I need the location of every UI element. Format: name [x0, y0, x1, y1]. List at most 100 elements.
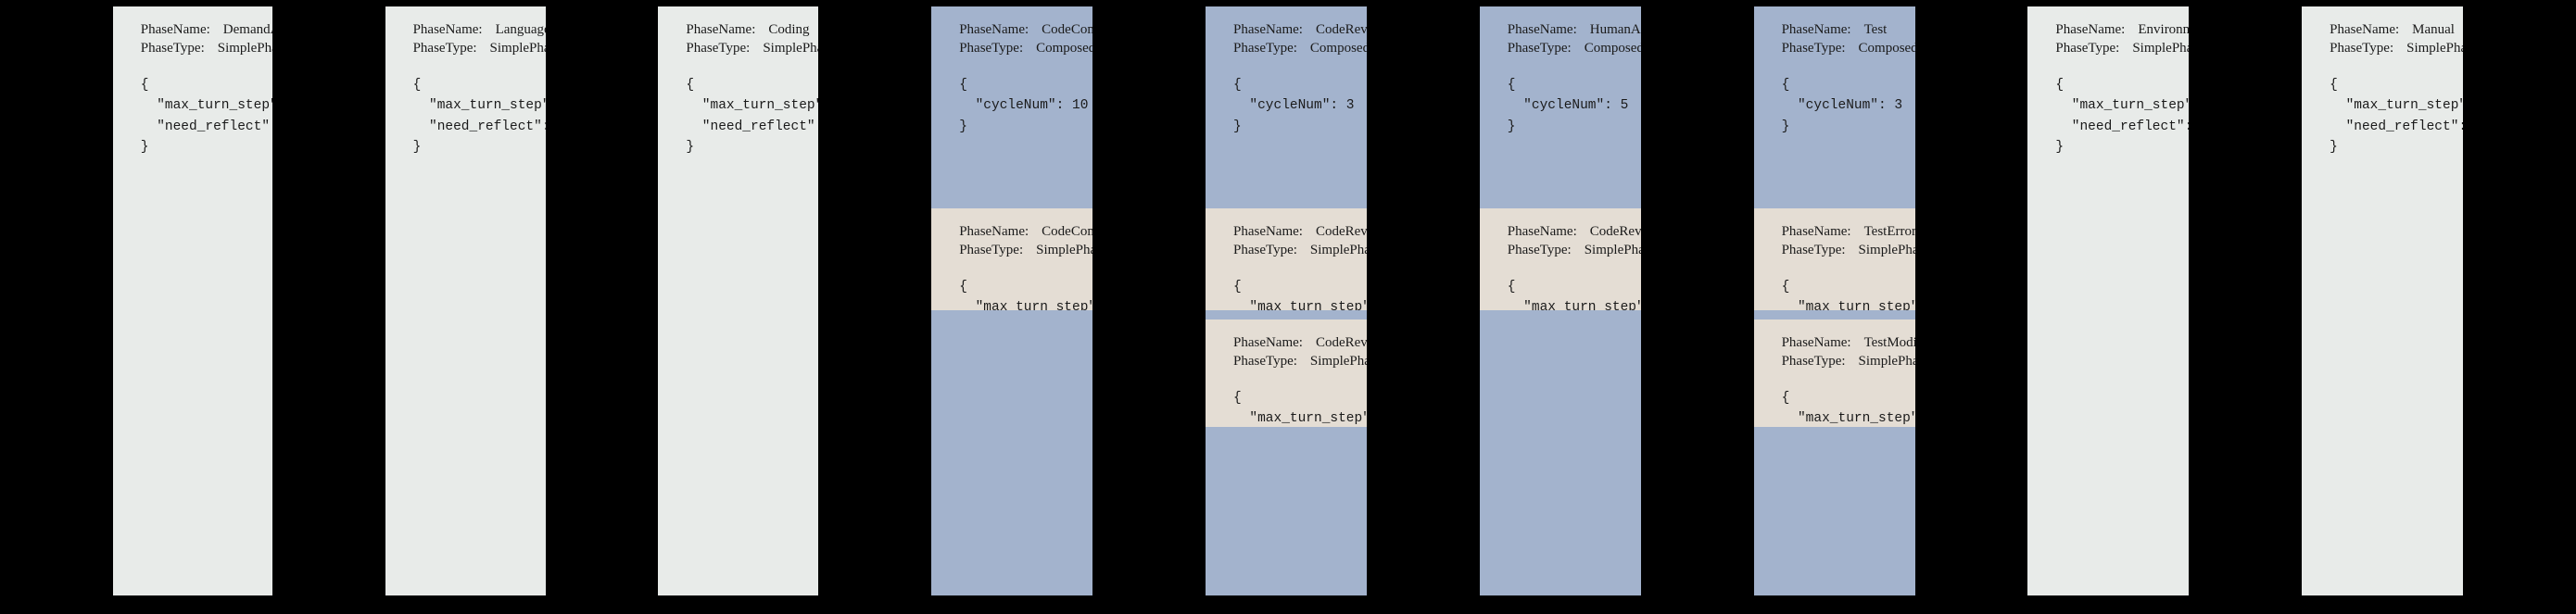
phase-meta: PhaseName:CodeReviewModificationPhaseTyp…	[1233, 334, 1367, 371]
json-line: }	[959, 119, 967, 134]
phase-column-environment-doc[interactable]: PhaseName:EnvironmentDocPhaseType:Simple…	[2027, 6, 2190, 595]
phase-card-codereviewhuman[interactable]: PhaseName:CodeReviewHumanPhaseType:Simpl…	[1479, 208, 1641, 310]
phase-name-row: PhaseName:DemandAnalysis	[141, 21, 272, 40]
phase-column-language-choose[interactable]: PhaseName:LanguageChoosePhaseType:Simple…	[385, 6, 546, 595]
phase-config-json: { "max_turn_step": 1, "need_reflect": "F…	[1233, 277, 1367, 310]
phase-type-key: PhaseType:	[140, 40, 205, 56]
phase-type-value: SimplePhase	[1584, 242, 1641, 257]
phase-card-testerrorsummary[interactable]: PhaseName:TestErrorSummaryPhaseType:Simp…	[1753, 208, 1915, 310]
phase-type-key: PhaseType:	[412, 40, 477, 56]
phase-type-row: PhaseType:SimplePhase	[686, 40, 818, 58]
phase-type-key: PhaseType:	[959, 242, 1024, 257]
column-gutter	[1914, 6, 2028, 595]
json-line: }	[1232, 119, 1242, 134]
phase-meta: PhaseName: TestModificationPhaseType:Simp…	[1782, 334, 1915, 371]
phase-type-row: PhaseType:SimplePhase	[1233, 353, 1367, 371]
json-line: "max_turn_step": 1,	[1797, 300, 1915, 310]
phase-name-key: PhaseName:	[1781, 22, 1851, 37]
phase-type-row: PhaseType:SimplePhase	[2055, 40, 2189, 58]
phase-name-value: CodeReview	[1315, 22, 1367, 37]
phase-config-json: { "max_turn_step": 1, "need_reflect": "F…	[959, 277, 1092, 310]
phase-type-value: SimplePhase	[1036, 242, 1092, 257]
phase-card-codecompleteall[interactable]: PhaseName:CodeCompleteAllPhaseType:Compo…	[931, 6, 1093, 208]
phase-card-humanagentinteraction[interactable]: PhaseName:HumanAgentInteractionPhaseType…	[1479, 6, 1641, 208]
json-line: "max_turn_step": 1,	[2071, 98, 2190, 114]
phase-type-row: PhaseType:SimplePhase	[1782, 353, 1915, 371]
json-line: {	[1781, 279, 1790, 294]
json-line: }	[140, 140, 149, 155]
phase-name-value: EnvironmentDoc	[2138, 22, 2190, 37]
phase-type-value: SimplePhase	[763, 40, 818, 56]
phase-type-row: PhaseType:SimplePhase	[413, 40, 546, 58]
phase-config-json: { "max_turn_step": -1, "need_reflect": "…	[141, 75, 272, 158]
column-gutter	[545, 6, 659, 595]
json-line: "need_reflect": "True"	[428, 119, 546, 134]
phase-config-json: { "max_turn_step": 1, "need_reflect": "F…	[1233, 388, 1367, 427]
json-line: "max_turn_step": 1,	[701, 98, 819, 114]
phase-config-json: { "cycleNum": 5}	[1508, 75, 1641, 137]
phase-card-codereview[interactable]: PhaseName:CodeReviewPhaseType:ComposedPh…	[1205, 6, 1367, 208]
phase-name-row: PhaseName:LanguageChoose	[413, 21, 546, 40]
phase-config-json: { "max_turn_step": -1, "need_reflect": "…	[413, 75, 546, 158]
phase-name-value: LanguageChoose	[495, 22, 546, 37]
phase-meta: PhaseName:HumanAgentInteractionPhaseType…	[1508, 21, 1641, 58]
phase-meta: PhaseName:CodeReviewHumanPhaseType:Simpl…	[1508, 223, 1641, 260]
phase-card-demandanalysis[interactable]: PhaseName:DemandAnalysisPhaseType:Simple…	[112, 6, 272, 595]
composed-phase-filler	[1205, 310, 1367, 320]
phase-type-value: SimplePhase	[1309, 353, 1367, 369]
phase-card-codecomplete[interactable]: PhaseName:CodeCompletePhaseType: SimplePh…	[931, 208, 1093, 310]
phase-type-row: PhaseType:ComposedPhase	[959, 40, 1092, 58]
phase-name-key: PhaseName:	[959, 22, 1029, 37]
phase-name-key: PhaseName:	[1781, 335, 1851, 350]
phase-name-value: Coding	[768, 22, 810, 37]
phase-name-key: PhaseName:	[686, 22, 756, 37]
phase-card-codereviewmodification[interactable]: PhaseName:CodeReviewModificationPhaseTyp…	[1205, 320, 1367, 427]
json-line: {	[2055, 77, 2065, 93]
phase-type-key: PhaseType:	[2330, 40, 2394, 56]
json-line: }	[412, 140, 422, 155]
json-line: "cycleNum": 10	[959, 98, 1089, 114]
phase-card-codereviewcomment[interactable]: PhaseName:CodeReviewCommentPhaseType:Sim…	[1205, 208, 1367, 310]
phase-type-row: PhaseType:ComposedPhase	[1782, 40, 1915, 58]
phase-type-value: SimplePhase	[1309, 242, 1367, 257]
phase-type-value: ComposedPhase	[1036, 40, 1093, 56]
json-line: }	[2330, 140, 2338, 155]
phase-column-code-complete-all[interactable]: PhaseName:CodeCompleteAllPhaseType:Compo…	[931, 6, 1093, 595]
phase-name-key: PhaseName:	[959, 224, 1029, 239]
phase-name-row: PhaseName:CodeComplete	[959, 223, 1092, 242]
phase-type-value: SimplePhase	[1858, 242, 1915, 257]
phase-type-row: PhaseType:ComposedPhase	[1233, 40, 1367, 58]
phase-name-value: TestModification	[1863, 335, 1915, 350]
phase-name-row: PhaseName:EnvironmentDoc	[2055, 21, 2189, 40]
phase-card-environmentdoc[interactable]: PhaseName:EnvironmentDocPhaseType:Simple…	[2027, 6, 2190, 595]
phase-config-json: { "cycleNum": 3}	[1233, 75, 1367, 137]
json-line: {	[1232, 390, 1242, 406]
phase-name-row: PhaseName: TestModification	[1782, 334, 1915, 353]
phase-column-demand-analysis[interactable]: PhaseName:DemandAnalysisPhaseType:Simple…	[112, 6, 272, 595]
phase-type-value: ComposedPhase	[1584, 40, 1641, 56]
phase-name-row: PhaseName:CodeReviewHuman	[1508, 223, 1641, 242]
json-line: {	[412, 77, 422, 93]
phase-column-code-review[interactable]: PhaseName:CodeReviewPhaseType:ComposedPh…	[1205, 6, 1367, 595]
json-line: "max_turn_step": 1,	[2345, 98, 2464, 114]
phase-card-languagechoose[interactable]: PhaseName:LanguageChoosePhaseType:Simple…	[385, 6, 546, 595]
json-line: "max_turn_step": -1,	[157, 98, 272, 114]
json-line: "max_turn_step": 1,	[1249, 411, 1367, 427]
phase-name-key: PhaseName:	[1781, 224, 1851, 239]
phase-type-row: PhaseType:SimplePhase	[1782, 242, 1915, 260]
phase-card-testmodification[interactable]: PhaseName: TestModificationPhaseType:Simp…	[1753, 320, 1915, 427]
composed-phase-filler	[931, 310, 1093, 595]
phase-column-human-agent-interaction[interactable]: PhaseName:HumanAgentInteractionPhaseType…	[1479, 6, 1641, 595]
composed-phase-filler	[1205, 427, 1367, 595]
json-line: }	[686, 140, 695, 155]
json-line: {	[1507, 77, 1516, 93]
json-line: "max_turn_step": 1,	[1797, 411, 1915, 427]
